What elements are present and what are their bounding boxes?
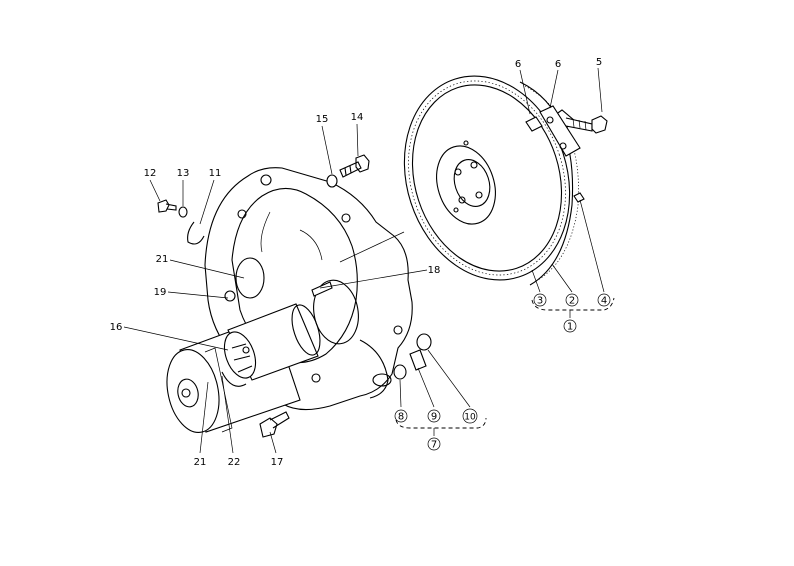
flywheel [403, 75, 579, 286]
callout-4: 4 [601, 296, 607, 307]
starter-motor [166, 303, 321, 433]
cable-clip [187, 221, 205, 245]
small-bolt [157, 199, 177, 213]
dowel-pin [573, 192, 585, 203]
callout-14: 14 [351, 112, 364, 123]
callout-17: 17 [271, 457, 284, 468]
small-washer [178, 206, 188, 218]
callout-10: 10 [464, 413, 476, 423]
dowel-sleeve [409, 349, 427, 371]
leader-lines [123, 67, 615, 454]
callout-22: 22 [228, 457, 241, 468]
callout-1: 1 [567, 322, 573, 333]
callout-9: 9 [431, 412, 437, 423]
housing-bolt [339, 154, 370, 178]
callout-6: 6 [515, 59, 521, 70]
callout-12: 12 [144, 168, 157, 179]
callout-21: 21 [194, 457, 207, 468]
callout-19: 19 [154, 287, 167, 298]
washer [326, 174, 338, 188]
callouts: 6 6 5 15 14 12 13 11 21 18 19 16 21 22 1… [110, 57, 611, 468]
starter-bolt [259, 411, 290, 438]
callout-13: 13 [177, 168, 190, 179]
callout-5: 5 [596, 57, 602, 68]
lock-plate [525, 105, 581, 157]
callout-15: 15 [316, 114, 329, 125]
callout-11: 11 [209, 168, 222, 179]
plug [416, 333, 432, 351]
callout-8: 8 [398, 412, 404, 423]
callout-2: 2 [569, 296, 575, 307]
callout-7: 7 [431, 440, 437, 451]
callout-16: 16 [110, 322, 123, 333]
callout-3: 3 [537, 296, 543, 307]
stud [311, 281, 333, 297]
callout-18: 18 [428, 265, 441, 276]
sleeve [393, 364, 407, 380]
callout-21: 21 [156, 254, 169, 265]
callout-6: 6 [555, 59, 561, 70]
